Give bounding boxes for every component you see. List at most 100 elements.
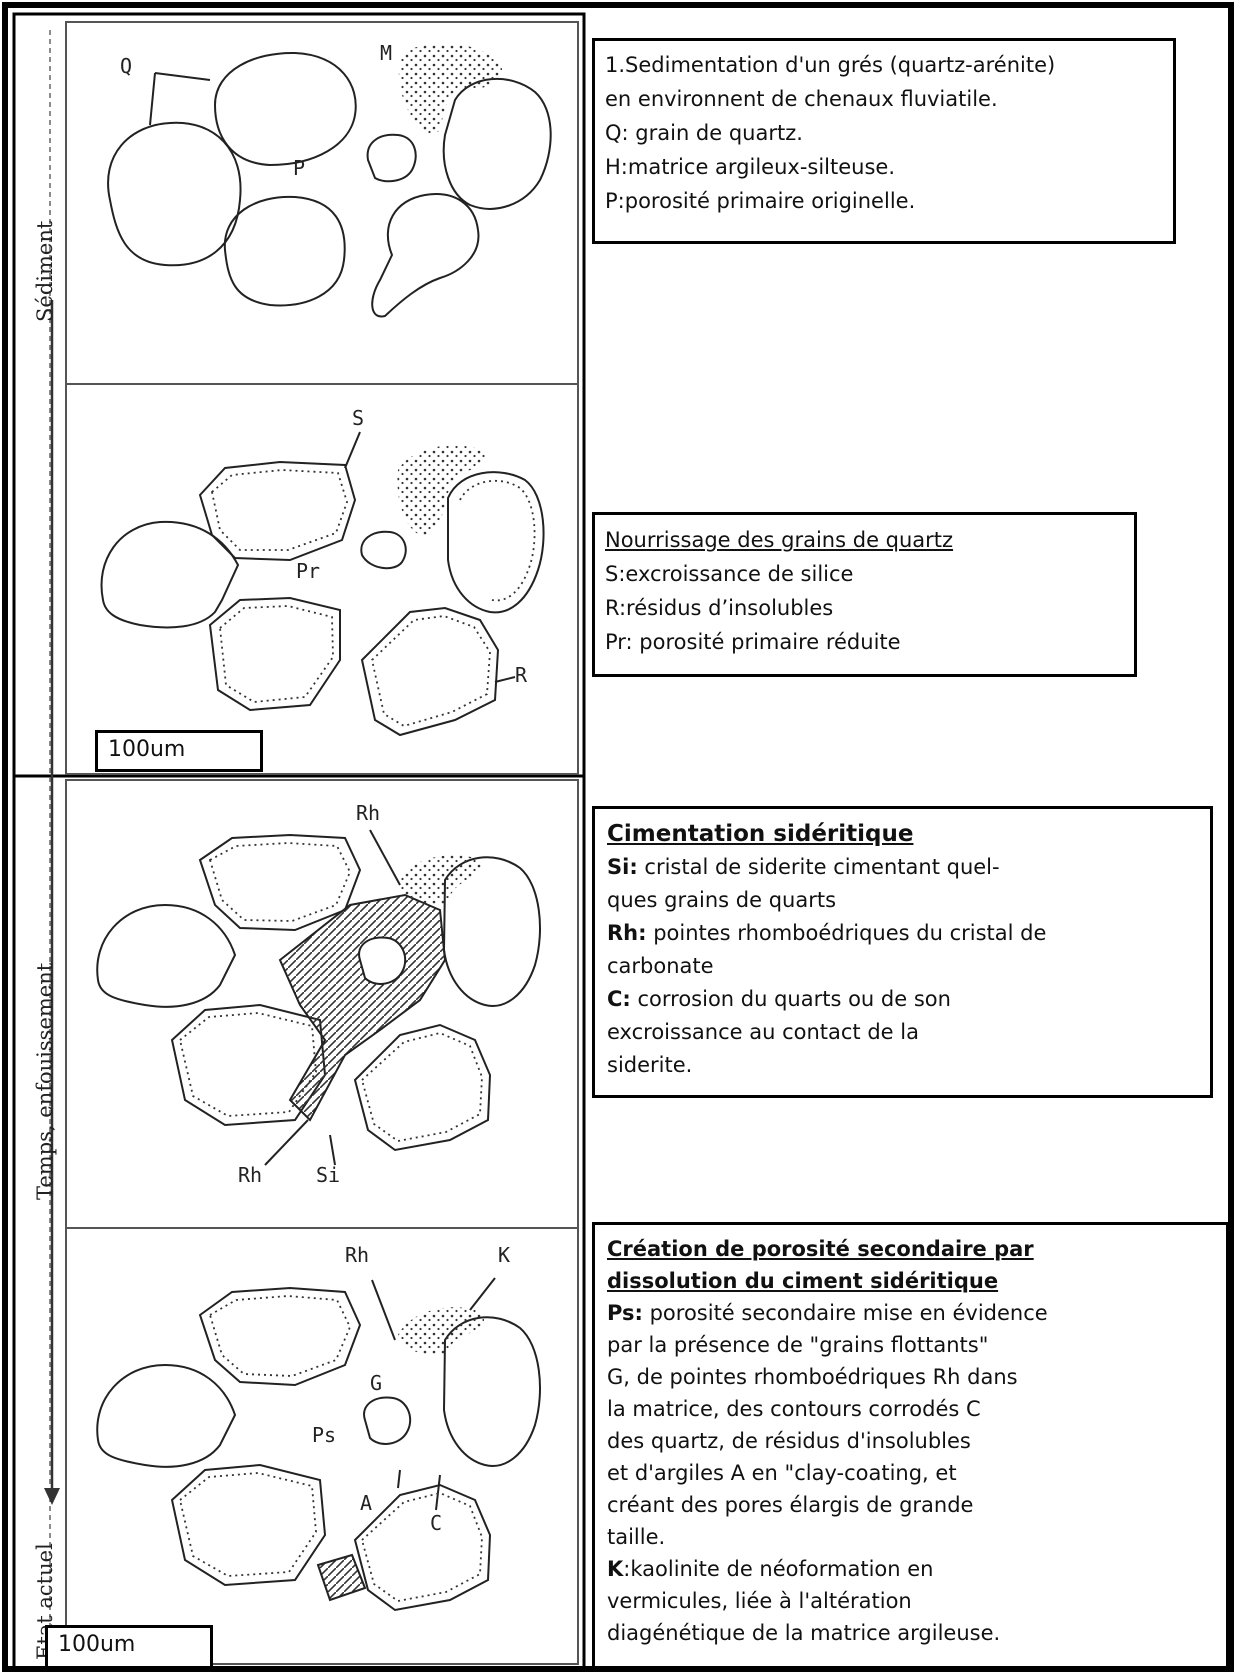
- label-p: P: [293, 156, 305, 180]
- caption-text: taille.: [607, 1525, 666, 1549]
- caption-line: carbonate: [607, 950, 1198, 983]
- quartz-grain: [198, 1286, 362, 1387]
- quartz-grain: [96, 1363, 237, 1468]
- label-rh-bottom: Rh: [238, 1163, 262, 1187]
- label-k: K: [498, 1243, 510, 1267]
- caption-key: Rh:: [607, 921, 647, 945]
- caption-text: créant des pores élargis de grande: [607, 1493, 974, 1517]
- caption-text: :kaolinite de néoformation en: [623, 1557, 934, 1581]
- quartz-grain: [442, 1316, 541, 1467]
- panel-4-overgrowth: [178, 1295, 483, 1602]
- label-a: A: [360, 1491, 372, 1515]
- caption-line: S:excroissance de silice: [605, 562, 854, 586]
- leader-line: [264, 1119, 309, 1166]
- caption-quartz-overgrowth: Nourrissage des grains de quartz S:excro…: [592, 512, 1137, 677]
- caption-text: cristal de siderite cimentant quel-: [637, 855, 1000, 879]
- siderite-crystal: [278, 893, 447, 1122]
- caption-key: Ps:: [607, 1301, 643, 1325]
- label-m: M: [380, 41, 392, 65]
- label-pr: Pr: [296, 559, 320, 583]
- clay-matrix: [398, 43, 503, 134]
- caption-key: K: [607, 1557, 624, 1581]
- caption-line: Rh: pointes rhomboédriques du cristal de: [607, 917, 1198, 950]
- quartz-grain: [96, 903, 237, 1008]
- leader-line: [344, 431, 361, 469]
- caption-line: R:résidus d’insolubles: [605, 596, 834, 620]
- caption-line: H:matrice argileux-silteuse.: [605, 155, 896, 179]
- kaolinite: [398, 1307, 485, 1355]
- clay-matrix: [398, 855, 483, 905]
- caption-text: excroissance au contact de la: [607, 1020, 919, 1044]
- caption-text: carbonate: [607, 954, 714, 978]
- caption-text: vermicules, liée à l'altération: [607, 1589, 912, 1613]
- caption-line: K:kaolinite de néoformation en: [607, 1553, 1214, 1585]
- quartz-grain: [198, 833, 362, 932]
- quartz-grain: [208, 596, 341, 712]
- scale-label: 100um: [58, 1632, 136, 1657]
- caption-siderite-cementation: Cimentation sidéritique Si: cristal de s…: [592, 806, 1213, 1098]
- leader-line: [397, 1469, 401, 1489]
- caption-text: G, de pointes rhomboédriques Rh dans: [607, 1365, 1018, 1389]
- quartz-grain: [198, 460, 357, 562]
- scale-bar-1: 100um: [95, 730, 263, 772]
- caption-text: porosité secondaire mise en évidence: [642, 1301, 1048, 1325]
- siderite-relic: [316, 1553, 367, 1602]
- leader-line: [371, 1279, 396, 1341]
- label-rh-top: Rh: [356, 801, 380, 825]
- quartz-grain: [442, 856, 541, 1007]
- lower-frame: [12, 774, 586, 1670]
- panel-4-border: [65, 1227, 579, 1665]
- caption-line: Ps: porosité secondaire mise en évidence: [607, 1297, 1214, 1329]
- leader-line: [494, 676, 516, 683]
- caption-text: ques grains de quarts: [607, 888, 837, 912]
- quartz-grain: [360, 606, 500, 737]
- caption-line: ques grains de quarts: [607, 884, 1198, 917]
- label-r: R: [515, 663, 528, 687]
- panel-3-drawing: [96, 829, 541, 1166]
- label-s: S: [352, 406, 364, 430]
- label-c: C: [430, 1511, 442, 1535]
- panel-4-drawing: [96, 1277, 541, 1612]
- clay-matrix: [397, 445, 486, 536]
- quartz-grain: [353, 1023, 492, 1152]
- label-ps: Ps: [312, 1423, 336, 1447]
- caption-key: C:: [607, 987, 631, 1011]
- scale-label: 100um: [108, 737, 186, 762]
- leader-line: [329, 1134, 336, 1166]
- caption-line: G, de pointes rhomboédriques Rh dans: [607, 1361, 1214, 1393]
- caption-text: pointes rhomboédriques du cristal de: [646, 921, 1047, 945]
- quartz-grain: [442, 77, 552, 210]
- caption-title: Nourrissage des grains de quartz: [605, 528, 954, 552]
- caption-text: par la présence de "grains flottants": [607, 1333, 989, 1357]
- label-q: Q: [120, 54, 132, 78]
- quartz-grain: [366, 133, 417, 183]
- caption-line: la matrice, des contours corrodés C: [607, 1393, 1214, 1425]
- time-arrow-head: [44, 1488, 60, 1505]
- label-sediment: Sédiment: [33, 220, 57, 322]
- quartz-grain: [100, 520, 240, 629]
- upper-frame: [12, 12, 586, 778]
- caption-line: par la présence de "grains flottants": [607, 1329, 1214, 1361]
- panel-3-overgrowth: [178, 842, 483, 1142]
- caption-line: taille.: [607, 1521, 1214, 1553]
- label-rh: Rh: [345, 1243, 369, 1267]
- quartz-grain: [170, 1463, 327, 1587]
- caption-line: en environnent de chenaux fluviatile.: [605, 87, 998, 111]
- caption-line: C: corrosion du quarts ou de son: [607, 983, 1198, 1016]
- caption-line: diagénétique de la matrice argileuse.: [607, 1617, 1214, 1649]
- leader-line: [469, 1277, 496, 1311]
- leader-line: [435, 1474, 441, 1511]
- quartz-grain: [353, 1483, 492, 1612]
- caption-sedimentation: 1.Sedimentation d'un grés (quartz-arénit…: [592, 38, 1176, 244]
- caption-text: corrosion du quarts ou de son: [630, 987, 951, 1011]
- quartz-grain: [358, 936, 407, 985]
- panel-1-border: [65, 21, 579, 385]
- panel-2-border: [65, 383, 579, 775]
- caption-secondary-porosity: Création de porosité secondaire par diss…: [592, 1222, 1229, 1669]
- panel-2-overgrowth: [211, 469, 536, 727]
- quartz-grain: [371, 193, 480, 318]
- leader-line: [369, 829, 401, 886]
